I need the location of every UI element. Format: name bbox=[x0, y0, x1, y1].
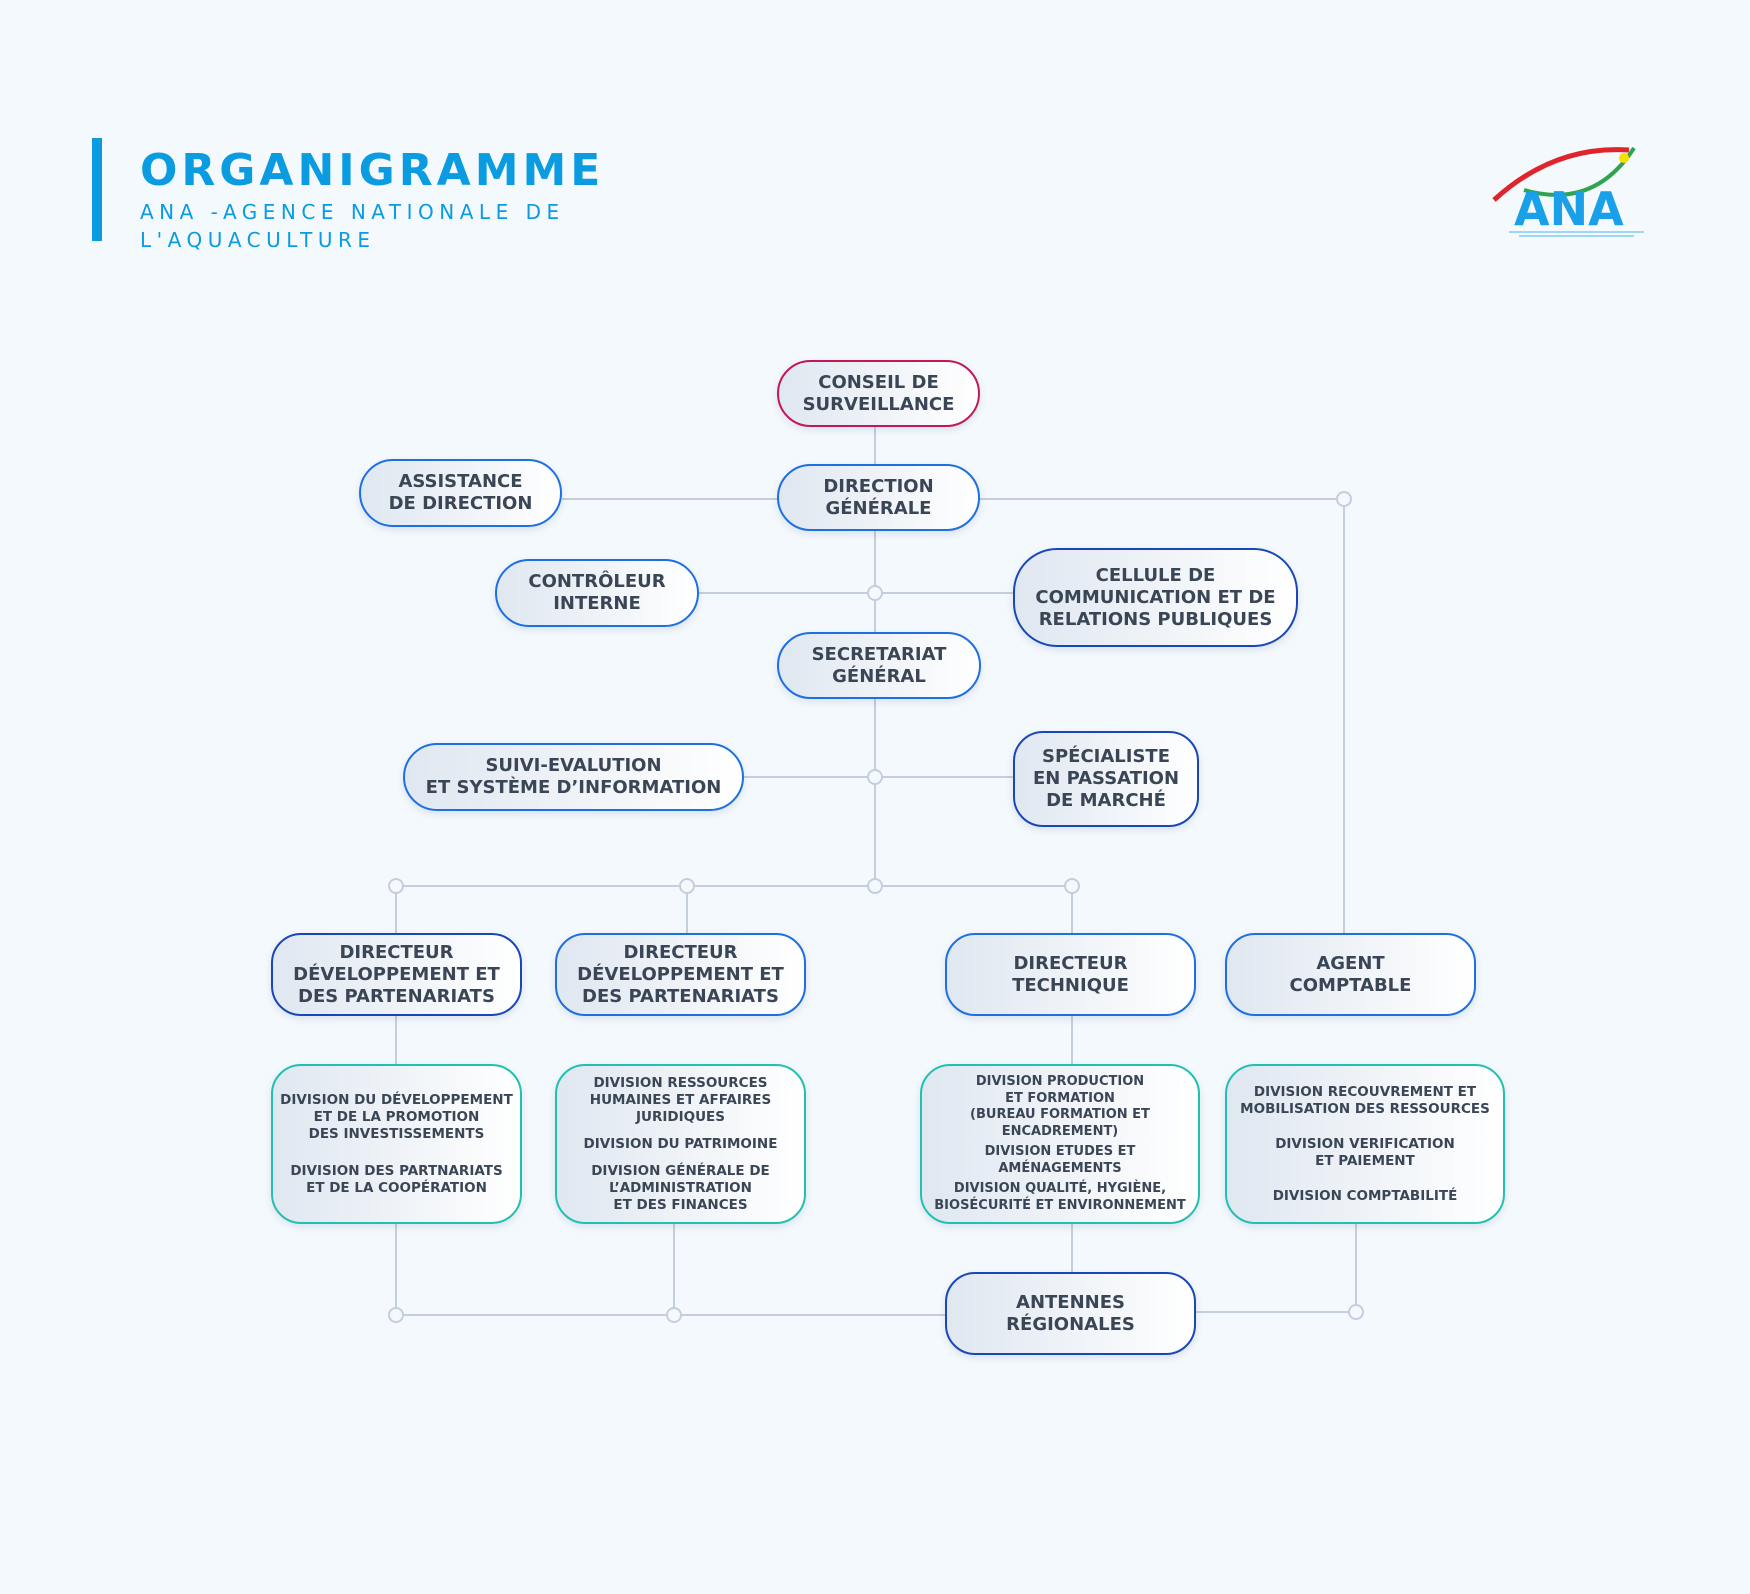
node-direction-generale: DIRECTION GÉNÉRALE bbox=[777, 464, 980, 531]
division-item: DIVISION GÉNÉRALE DE L’ADMINISTRATION ET… bbox=[591, 1162, 770, 1213]
division-item: DIVISION QUALITÉ, HYGIÈNE, BIOSÉCURITÉ E… bbox=[934, 1181, 1186, 1213]
division-item: DIVISION PRODUCTION ET FORMATION (BUREAU… bbox=[970, 1074, 1150, 1139]
division-item: DIVISION DES PARTNARIATS ET DE LA COOPÉR… bbox=[290, 1162, 503, 1196]
node-specialiste-passation: SPÉCIALISTE EN PASSATION DE MARCHÉ bbox=[1013, 731, 1199, 827]
divisions-box-1: DIVISION DU DÉVELOPPEMENT ET DE LA PROMO… bbox=[271, 1064, 522, 1224]
node-agent-comptable: AGENT COMPTABLE bbox=[1225, 933, 1476, 1016]
node-directeur-developpement-1: DIRECTEUR DÉVELOPPEMENT ET DES PARTENARI… bbox=[271, 933, 522, 1016]
division-item: DIVISION RECOUVREMENT ET MOBILISATION DE… bbox=[1240, 1083, 1490, 1117]
division-item: DIVISION ETUDES ET AMÉNAGEMENTS bbox=[984, 1144, 1136, 1176]
node-directeur-developpement-2: DIRECTEUR DÉVELOPPEMENT ET DES PARTENARI… bbox=[555, 933, 806, 1016]
page-subtitle: ANA -AGENCE NATIONALE DE L'AQUACULTURE bbox=[140, 200, 565, 252]
divisions-box-3: DIVISION PRODUCTION ET FORMATION (BUREAU… bbox=[920, 1064, 1200, 1224]
node-secretariat-general: SECRETARIAT GÉNÉRAL bbox=[777, 632, 981, 699]
node-conseil-surveillance: CONSEIL DE SURVEILLANCE bbox=[777, 360, 980, 427]
page-title: ORGANIGRAMME bbox=[140, 145, 605, 196]
node-antennes-regionales: ANTENNES RÉGIONALES bbox=[945, 1272, 1196, 1355]
node-suivi-evaluation: SUIVI-EVALUTION ET SYSTÈME D’INFORMATION bbox=[403, 743, 744, 811]
divisions-box-4: DIVISION RECOUVREMENT ET MOBILISATION DE… bbox=[1225, 1064, 1505, 1224]
division-item: DIVISION VERIFICATION ET PAIEMENT bbox=[1275, 1135, 1455, 1169]
divisions-box-2: DIVISION RESSOURCES HUMAINES ET AFFAIRES… bbox=[555, 1064, 806, 1224]
node-directeur-technique: DIRECTEUR TECHNIQUE bbox=[945, 933, 1196, 1016]
node-controleur-interne: CONTRÔLEUR INTERNE bbox=[495, 559, 699, 627]
node-assistance-direction: ASSISTANCE DE DIRECTION bbox=[359, 459, 562, 527]
svg-text:ANA: ANA bbox=[1514, 182, 1624, 236]
title-accent-bar bbox=[92, 138, 102, 241]
node-cellule-communication: CELLULE DE COMMUNICATION ET DE RELATIONS… bbox=[1013, 548, 1298, 647]
division-item: DIVISION RESSOURCES HUMAINES ET AFFAIRES… bbox=[589, 1074, 772, 1125]
division-item: DIVISION DU PATRIMOINE bbox=[583, 1135, 778, 1152]
division-item: DIVISION DU DÉVELOPPEMENT ET DE LA PROMO… bbox=[280, 1091, 513, 1142]
division-item: DIVISION COMPTABILITÉ bbox=[1272, 1187, 1458, 1204]
ana-logo: ANA bbox=[1492, 146, 1644, 237]
